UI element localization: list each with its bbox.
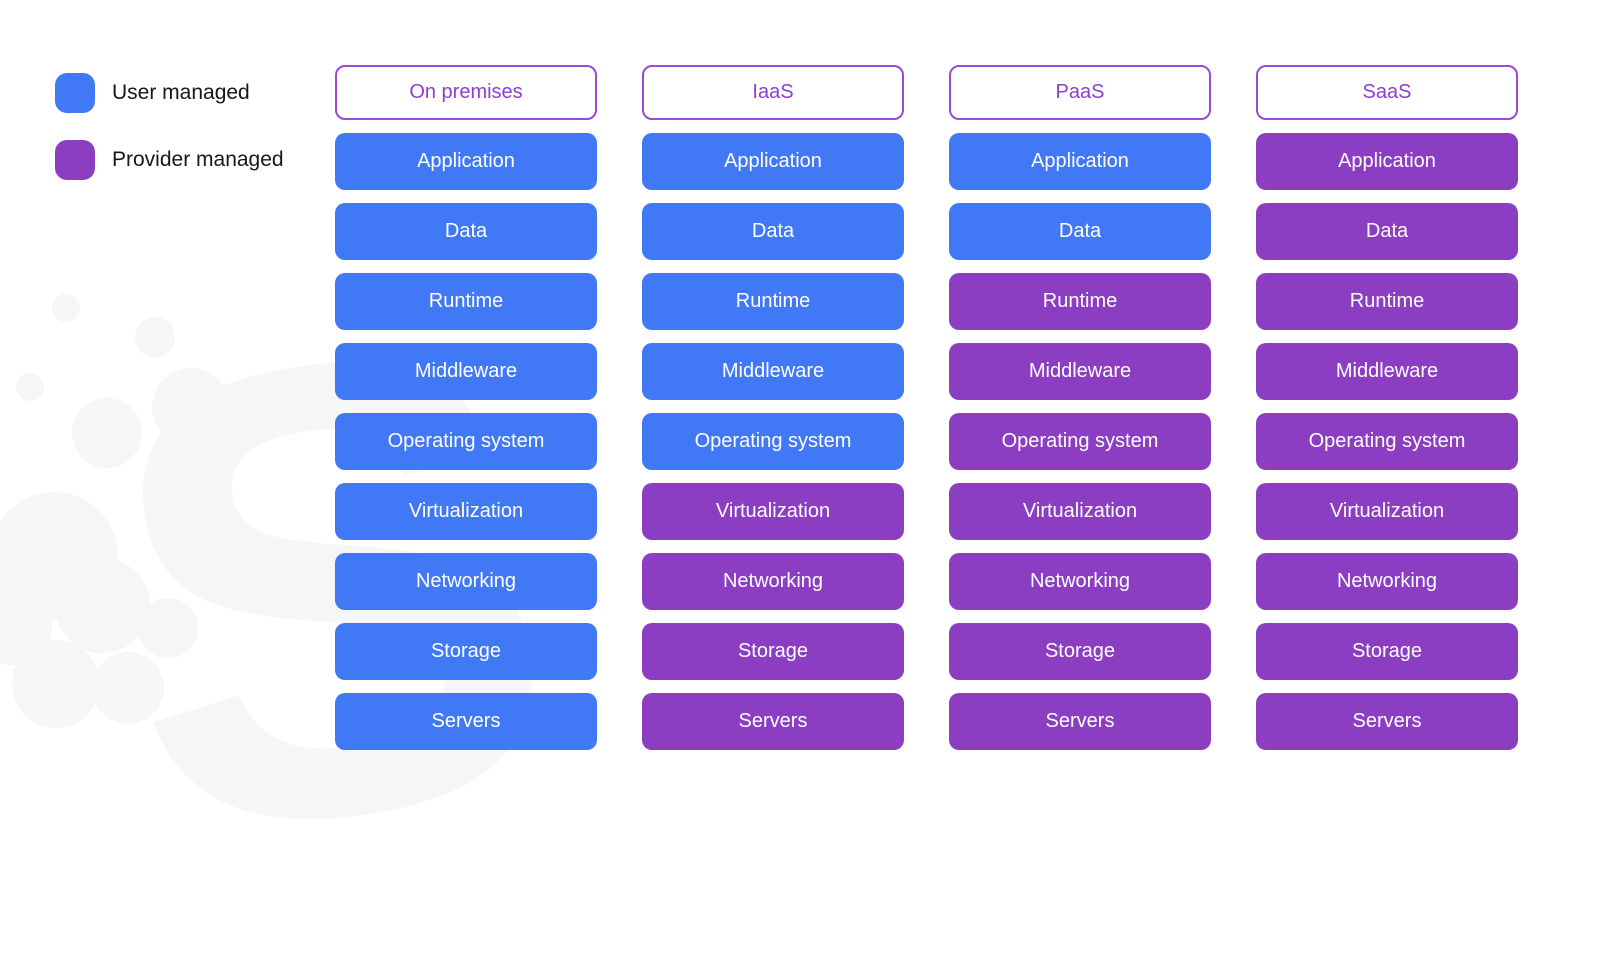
cell-paas-middleware: Middleware: [949, 343, 1211, 400]
legend: User managed Provider managed: [55, 73, 284, 207]
cell-iaas-data: Data: [642, 203, 904, 260]
cell-on-premises-runtime: Runtime: [335, 273, 597, 330]
watermark-dot: [135, 317, 175, 357]
column-header-on-premises: On premises: [335, 65, 597, 120]
cell-on-premises-operating-system: Operating system: [335, 413, 597, 470]
watermark-dot: [55, 558, 150, 653]
cell-paas-storage: Storage: [949, 623, 1211, 680]
watermark-dot: [152, 368, 230, 446]
watermark-dot: [0, 492, 118, 620]
watermark-dot: [52, 294, 80, 322]
column-header-saas: SaaS: [1256, 65, 1518, 120]
cell-saas-networking: Networking: [1256, 553, 1518, 610]
cell-iaas-servers: Servers: [642, 693, 904, 750]
cell-paas-data: Data: [949, 203, 1211, 260]
cell-on-premises-application: Application: [335, 133, 597, 190]
cell-iaas-virtualization: Virtualization: [642, 483, 904, 540]
cell-paas-servers: Servers: [949, 693, 1211, 750]
cell-saas-data: Data: [1256, 203, 1518, 260]
cell-saas-operating-system: Operating system: [1256, 413, 1518, 470]
watermark-dot: [92, 652, 164, 724]
cell-saas-servers: Servers: [1256, 693, 1518, 750]
watermark-dot: [138, 598, 198, 658]
cell-saas-runtime: Runtime: [1256, 273, 1518, 330]
legend-item-user-managed: User managed: [55, 73, 284, 113]
legend-item-provider-managed: Provider managed: [55, 140, 284, 180]
legend-label: User managed: [112, 81, 250, 104]
column-header-iaas: IaaS: [642, 65, 904, 120]
cell-iaas-storage: Storage: [642, 623, 904, 680]
cell-paas-virtualization: Virtualization: [949, 483, 1211, 540]
cell-iaas-runtime: Runtime: [642, 273, 904, 330]
cell-on-premises-middleware: Middleware: [335, 343, 597, 400]
cell-iaas-operating-system: Operating system: [642, 413, 904, 470]
cell-paas-runtime: Runtime: [949, 273, 1211, 330]
cell-iaas-networking: Networking: [642, 553, 904, 610]
watermark-dot: [12, 640, 100, 728]
cell-saas-middleware: Middleware: [1256, 343, 1518, 400]
cell-saas-application: Application: [1256, 133, 1518, 190]
watermark-dot: [0, 585, 52, 665]
provider-managed-swatch: [55, 140, 95, 180]
cell-iaas-application: Application: [642, 133, 904, 190]
cell-paas-application: Application: [949, 133, 1211, 190]
cell-paas-operating-system: Operating system: [949, 413, 1211, 470]
cell-saas-virtualization: Virtualization: [1256, 483, 1518, 540]
cell-saas-storage: Storage: [1256, 623, 1518, 680]
watermark-dot: [72, 398, 142, 468]
cell-on-premises-data: Data: [335, 203, 597, 260]
cell-on-premises-storage: Storage: [335, 623, 597, 680]
cell-on-premises-virtualization: Virtualization: [335, 483, 597, 540]
cell-iaas-middleware: Middleware: [642, 343, 904, 400]
cell-on-premises-servers: Servers: [335, 693, 597, 750]
column-header-paas: PaaS: [949, 65, 1211, 120]
cell-on-premises-networking: Networking: [335, 553, 597, 610]
legend-label: Provider managed: [112, 148, 284, 171]
user-managed-swatch: [55, 73, 95, 113]
cell-paas-networking: Networking: [949, 553, 1211, 610]
watermark-dot: [16, 373, 44, 401]
